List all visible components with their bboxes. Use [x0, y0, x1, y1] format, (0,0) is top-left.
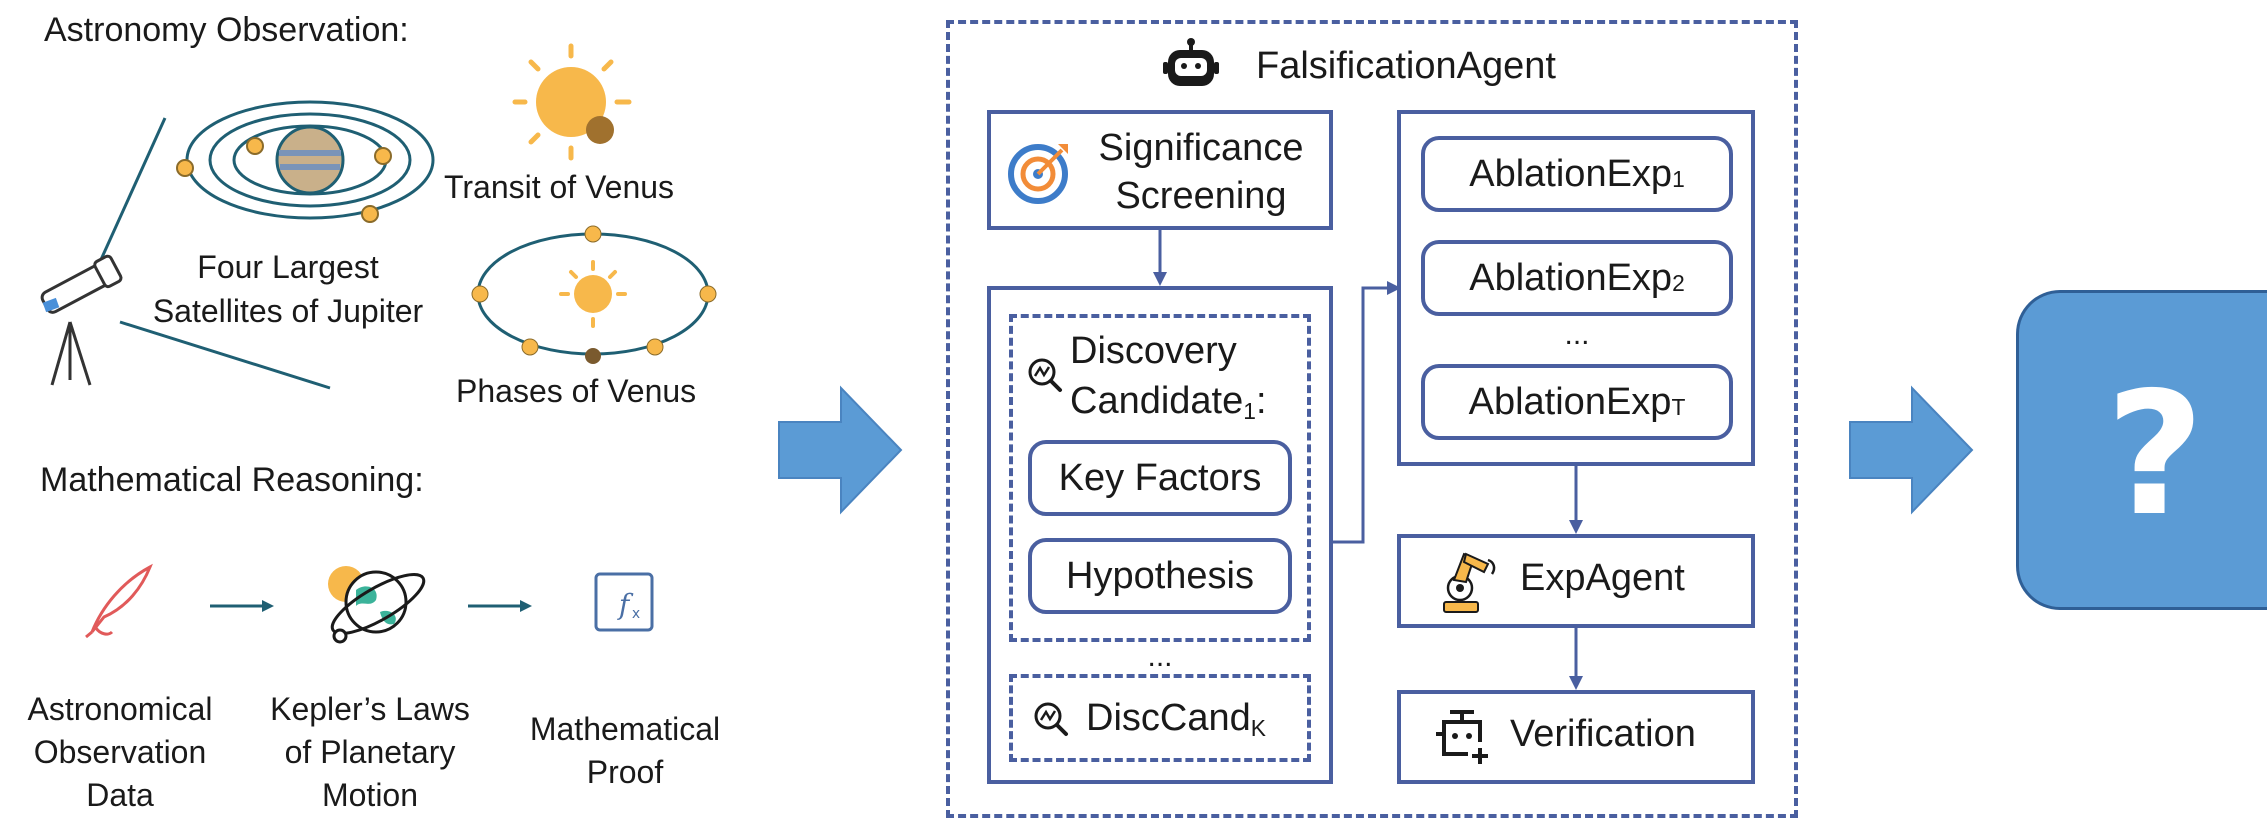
step-astronomical-data: Astronomical Observation Data [0, 688, 240, 817]
disc-cand-k-label: DiscCandK [1086, 697, 1266, 741]
step-mathematical-proof: Mathematical Proof [505, 708, 745, 794]
arrow-right-icon [468, 600, 532, 612]
step-line: Data [86, 777, 154, 813]
discovery-search-icon [1028, 358, 1062, 392]
candidate-subscript: 1 [1243, 397, 1256, 424]
svg-text:x: x [632, 606, 640, 622]
quill-icon [85, 563, 153, 639]
jupiter-label: Four Largest Satellites of Jupiter [128, 245, 448, 333]
disc-cand-text: DiscCand [1086, 697, 1251, 739]
key-factors-box: Key Factors [1028, 440, 1292, 516]
disc-cand-subscript: K [1250, 714, 1266, 741]
function-icon: f x [594, 572, 654, 632]
ablation-subscript: 2 [1672, 270, 1685, 297]
phases-label: Phases of Venus [456, 373, 697, 409]
step-line: Observation [33, 734, 207, 770]
arrow-right-icon [210, 600, 274, 612]
ablation-label: AblationExp [1468, 380, 1672, 423]
planet-orbit-icon [328, 566, 426, 644]
ablation-ellipsis: ... [1564, 318, 1590, 351]
step-line: Astronomical [27, 691, 213, 727]
hypothesis-box: Hypothesis [1028, 538, 1292, 614]
phases-of-venus-icon [471, 225, 717, 364]
step-keplers-laws: Kepler’s Laws of Planetary Motion [245, 688, 495, 817]
jupiter-label-line2: Satellites of Jupiter [152, 293, 424, 329]
ablation-label: AblationExp [1469, 152, 1673, 195]
arrow-down-icon [1569, 466, 1583, 534]
telescope-icon [40, 117, 331, 390]
target-icon [1008, 144, 1068, 204]
discovery-candidate-group [1009, 314, 1311, 642]
ablation-subscript: T [1671, 394, 1686, 421]
jupiter-system-icon [176, 100, 435, 223]
falsification-agent-container [946, 20, 1798, 818]
math-title: Mathematical Reasoning: [40, 461, 424, 499]
robot-arm-icon [1443, 552, 1496, 613]
step-line: Kepler’s Laws [270, 691, 470, 727]
verification-icon [1436, 710, 1488, 764]
agent-title: FalsificationAgent [1256, 45, 1556, 87]
candidate-ellipsis: ... [1147, 640, 1173, 673]
ablation-label: AblationExp [1469, 256, 1673, 299]
candidate-colon: : [1255, 380, 1267, 422]
connector-arrow-icon [1333, 281, 1401, 544]
ablation-subscript: 1 [1672, 166, 1685, 193]
step-line: of Planetary [284, 734, 456, 770]
candidates-box [987, 286, 1333, 784]
screening-line2: Screening [1115, 175, 1287, 217]
transit-label: Transit of Venus [444, 169, 675, 205]
transit-of-venus-icon [512, 43, 632, 161]
flow-arrow-icon [778, 385, 903, 515]
candidate-line2: Candidate [1070, 380, 1244, 422]
screening-line1: Significance [1098, 127, 1304, 169]
astronomy-title: Astronomy Observation: [44, 11, 409, 49]
jupiter-label-line1: Four Largest [197, 249, 379, 285]
result-box [2016, 290, 2267, 610]
exp-agent-label: ExpAgent [1520, 557, 1685, 599]
significance-screening-label: Significance Screening [1078, 124, 1324, 220]
flow-arrow-icon [1849, 385, 1974, 515]
verification-label: Verification [1510, 713, 1696, 755]
candidate-line1: Discovery [1070, 330, 1237, 372]
disc-cand-k-group [1009, 674, 1311, 762]
arrow-down-icon [1153, 230, 1167, 286]
step-line: Proof [586, 754, 664, 790]
discovery-candidate-label: Discovery Candidate1: [1070, 326, 1267, 430]
robot-icon [1163, 38, 1219, 86]
step-line: Mathematical [529, 711, 721, 747]
step-line: Motion [321, 777, 419, 813]
discovery-search-icon [1034, 702, 1068, 736]
arrow-down-icon [1569, 628, 1583, 690]
result-question-mark: ? [2105, 356, 2205, 554]
